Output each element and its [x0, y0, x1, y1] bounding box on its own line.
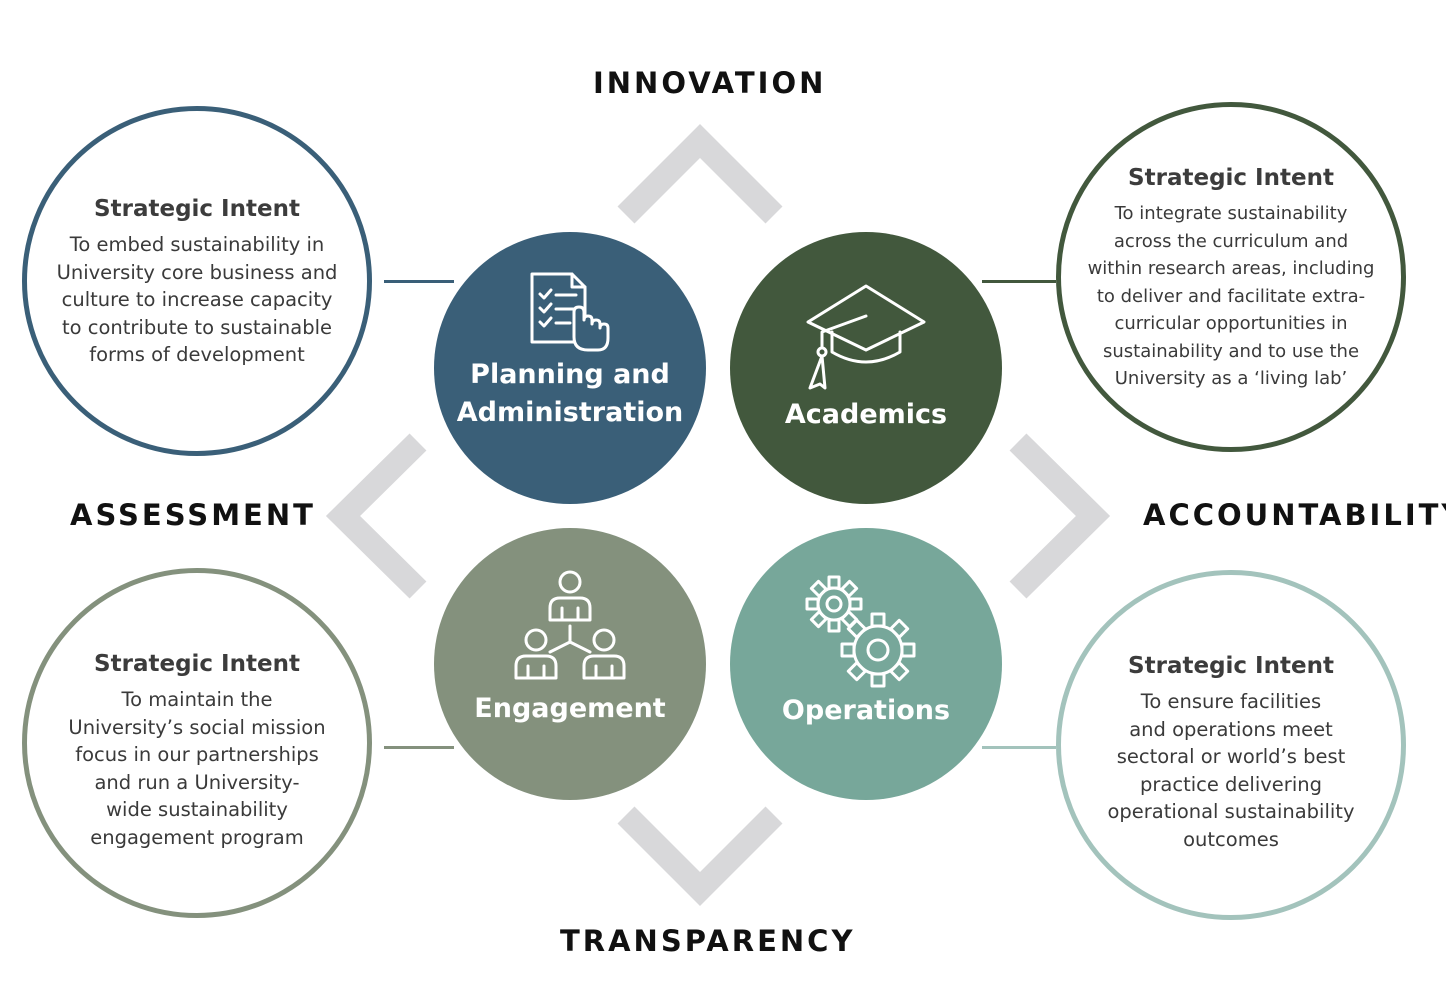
strategic-intent-title: Strategic Intent [94, 651, 300, 677]
axis-label-assessment: ASSESSMENT [70, 498, 316, 532]
strategic-intent-text-line: sustainability and to use the [1102, 340, 1360, 362]
strategic-intent-text-line: and operations meet [1129, 717, 1333, 741]
pillar-label-line: Administration [456, 397, 684, 428]
pillar-academics: Academics [730, 232, 1002, 504]
strategic-intent-text-line: To ensure facilities [1140, 690, 1322, 713]
strategic-intent-text-line: within research areas, including [1087, 258, 1375, 279]
chevron-left-icon [325, 433, 427, 599]
graduation-cap-icon [806, 284, 926, 390]
checklist-hand-icon [530, 272, 610, 352]
pillar-label: Engagement [434, 690, 706, 728]
chevron-up-icon [617, 124, 783, 224]
strategic-intent-title: Strategic Intent [1128, 653, 1334, 679]
pillar-label-line: Operations [781, 695, 951, 726]
strategic-intent-text-line: culture to increase capacity [61, 288, 333, 311]
connector-line-top-right [982, 280, 1056, 283]
strategic-intent-text-line: sectoral or world’s best [1116, 745, 1346, 768]
pillar-planning-administration: Planning and Administration [434, 232, 706, 504]
gears-icon [805, 575, 916, 688]
strategic-intent-text-line: across the curriculum and [1113, 230, 1349, 252]
strategic-intent-text-line: University core business and [56, 260, 338, 284]
pillar-label-line: Engagement [474, 693, 666, 724]
strategic-intent-title: Strategic Intent [94, 196, 300, 222]
strategic-intent-text-line: University as a ‘living lab’ [1114, 368, 1348, 389]
axis-label-innovation: INNOVATION [593, 66, 827, 100]
pillar-engagement: Engagement [434, 528, 706, 800]
strategic-intent-text-line: outcomes [1183, 827, 1279, 851]
strategic-intent-title: Strategic Intent [1128, 165, 1334, 191]
connector-line-bottom-left [384, 746, 454, 749]
strategic-intent-text-line: and run a University- [94, 770, 300, 794]
axis-label-accountability: ACCOUNTABILITY [1143, 498, 1446, 532]
pillar-label: Academics [730, 396, 1002, 434]
axis-label-transparency: TRANSPARENCY [560, 924, 856, 958]
strategic-intent-text-line: wide sustainability [106, 798, 288, 821]
pillar-label: Planning and Administration [434, 356, 706, 432]
connector-line-bottom-right [982, 746, 1056, 749]
strategic-intent-text-line: operational sustainability [1107, 800, 1355, 823]
strategic-intent-engagement: Strategic Intent To maintain the Univers… [22, 568, 372, 918]
strategic-intent-text-line: engagement program [90, 825, 304, 849]
strategic-intent-text-line: To maintain the [121, 688, 273, 711]
strategic-intent-academics: Strategic Intent To integrate sustainabi… [1056, 102, 1406, 452]
strategic-intent-text-line: University’s social mission [68, 715, 326, 739]
pillar-label: Operations [730, 692, 1002, 730]
chevron-down-icon [617, 806, 783, 906]
chevron-right-icon [1009, 433, 1111, 599]
connector-line-top-left [384, 280, 454, 283]
strategic-intent-text-line: forms of development [89, 343, 305, 366]
strategic-intent-planning: Strategic Intent To embed sustainability… [22, 106, 372, 456]
strategic-intent-text-line: to contribute to sustainable [61, 315, 332, 339]
strategic-intent-text-line: practice delivering [1140, 772, 1322, 796]
pillar-label-line: Planning and [470, 359, 670, 390]
pillar-label-line: Academics [784, 399, 948, 430]
strategic-intent-text-line: to deliver and facilitate extra- [1096, 285, 1366, 307]
strategic-intent-operations: Strategic Intent To ensure facilities an… [1056, 570, 1406, 920]
pillar-operations: Operations [730, 528, 1002, 800]
strategic-intent-text-line: To integrate sustainability [1114, 203, 1348, 224]
strategic-intent-text-line: focus in our partnerships [75, 743, 319, 766]
strategic-intent-text-line: curricular opportunities in [1114, 313, 1348, 334]
strategic-intent-text-line: To embed sustainability in [69, 233, 325, 256]
people-network-icon [514, 570, 626, 680]
